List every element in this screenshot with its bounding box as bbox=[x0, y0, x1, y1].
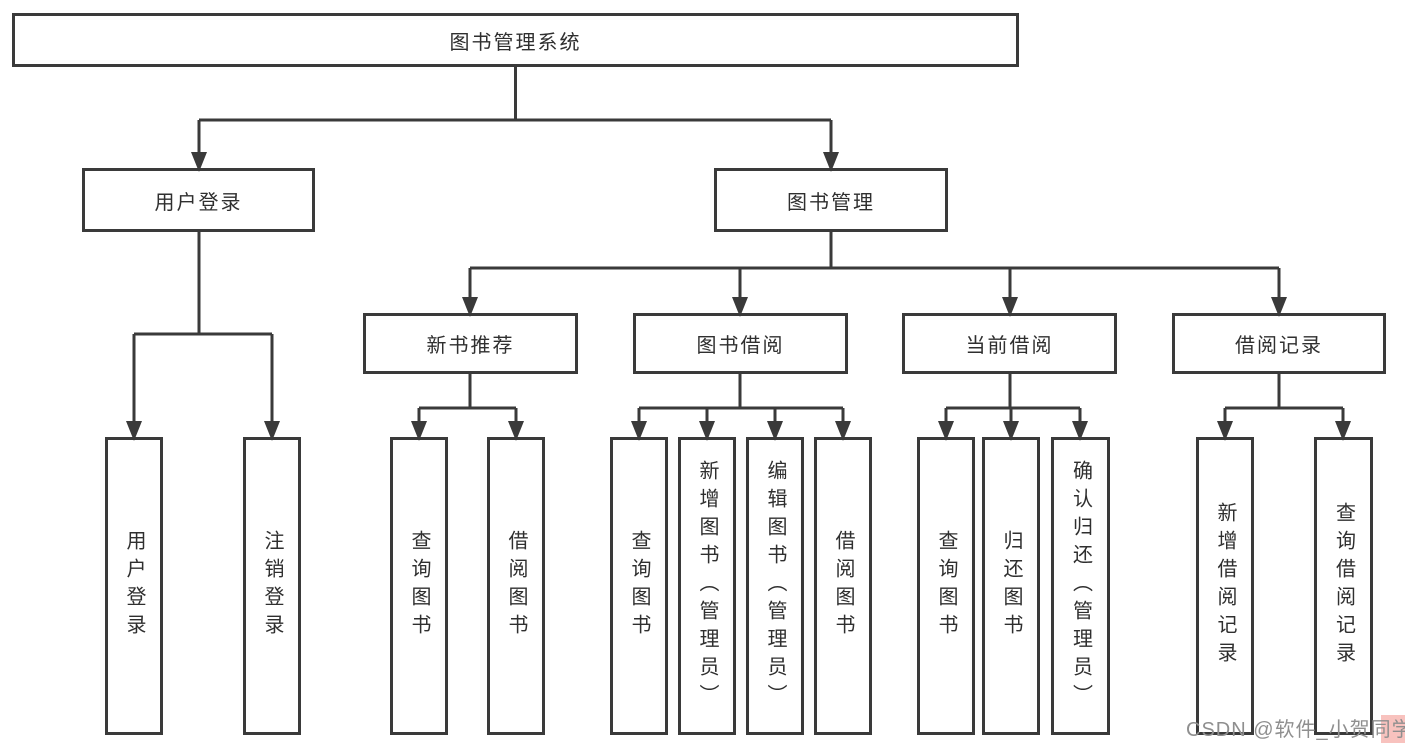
leaf-edit-book-admin: 编辑图书（管理员） bbox=[746, 437, 804, 735]
node-book-borrow: 图书借阅 bbox=[633, 313, 848, 374]
node-book-management: 图书管理 bbox=[714, 168, 948, 232]
leaf-confirm-return-admin: 确认归还（管理员） bbox=[1051, 437, 1110, 735]
leaf-query-books-borrow: 查询图书 bbox=[610, 437, 668, 735]
node-borrow-records: 借阅记录 bbox=[1172, 313, 1386, 374]
watermark-text: CSDN @软件_小贺同学 bbox=[1186, 719, 1405, 741]
leaf-add-borrow-record: 新增借阅记录 bbox=[1196, 437, 1254, 735]
leaf-borrow-books-recommend: 借阅图书 bbox=[487, 437, 545, 735]
leaf-query-books-recommend: 查询图书 bbox=[390, 437, 448, 735]
leaf-logout: 注销登录 bbox=[243, 437, 301, 735]
leaf-user-login: 用户登录 bbox=[105, 437, 163, 735]
watermark: CSDN @软件_小贺同学 bbox=[1186, 713, 1405, 743]
leaf-add-book-admin: 新增图书（管理员） bbox=[678, 437, 736, 735]
leaf-query-books-current: 查询图书 bbox=[917, 437, 975, 735]
node-user-login: 用户登录 bbox=[82, 168, 315, 232]
leaf-borrow-books-borrow: 借阅图书 bbox=[814, 437, 872, 735]
leaf-return-book: 归还图书 bbox=[982, 437, 1040, 735]
node-current-borrow: 当前借阅 bbox=[902, 313, 1117, 374]
node-new-book-recommend: 新书推荐 bbox=[363, 313, 578, 374]
leaf-query-borrow-record: 查询借阅记录 bbox=[1314, 437, 1373, 735]
node-root-library-system: 图书管理系统 bbox=[12, 13, 1019, 67]
